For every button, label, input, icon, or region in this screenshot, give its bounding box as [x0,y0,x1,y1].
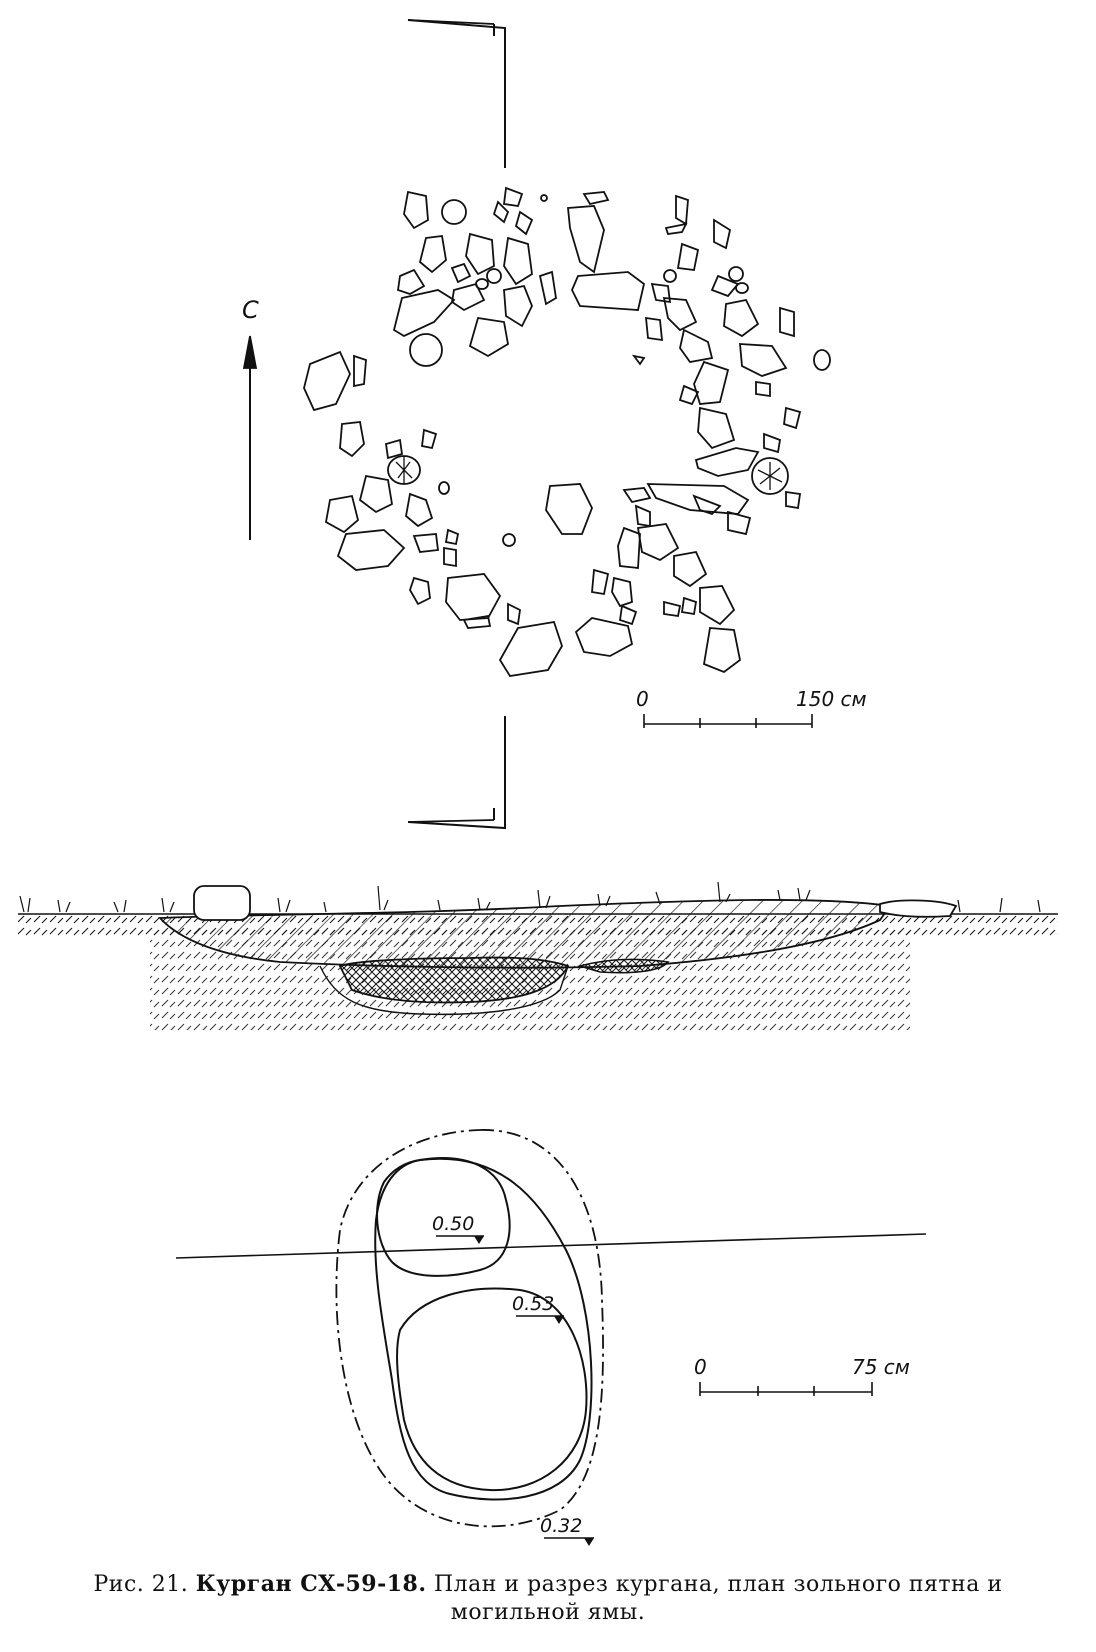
section-line [175,1233,927,1259]
plan-scale-zero: 0 [636,687,649,711]
depth-mark-outer: 0.32 [540,1515,594,1546]
kurgan-section [18,881,1058,1030]
ash-spot-outline [335,1129,604,1528]
depth-label-upper: 0.50 [432,1213,474,1235]
ash-lens-small [577,958,670,974]
section-marker-top [407,19,506,168]
depth-label-lower: 0.53 [512,1293,554,1315]
pit-lower-chamber [396,1287,588,1492]
north-label: С [242,296,259,324]
mound-fill [158,899,892,969]
section-marker-bottom [407,716,506,830]
depth-mark-upper: 0.50 [432,1213,484,1244]
surface-stone-left [193,885,251,921]
pit-scale-zero: 0 [694,1355,707,1379]
stone-ring [303,186,831,677]
plan-scale-bar [643,714,813,728]
grave-pit-outline [374,1157,593,1501]
pit-upper-chamber [376,1157,511,1277]
caption-prefix: Рис. 21. [93,1572,189,1597]
caption-text: План и разрез кургана, план зольного пят… [433,1572,1003,1625]
kurgan-plan: С [242,19,867,830]
pit-plan: 0.50 0.53 0.32 0 75 см [175,1129,927,1546]
depth-mark-lower: 0.53 [512,1293,564,1324]
north-arrow: С [242,296,259,540]
pit-scale-end: 75 см [852,1355,910,1379]
depth-label-outer: 0.32 [540,1515,582,1537]
plan-scale-end: 150 см [796,687,867,711]
figure-caption: Рис. 21. Курган СХ-59-18. План и разрез … [30,1570,1066,1627]
surface-stone-right [879,899,958,918]
caption-title: Курган СХ-59-18. [195,1571,427,1597]
pit-scale-bar [699,1382,873,1396]
grass [19,881,1041,913]
